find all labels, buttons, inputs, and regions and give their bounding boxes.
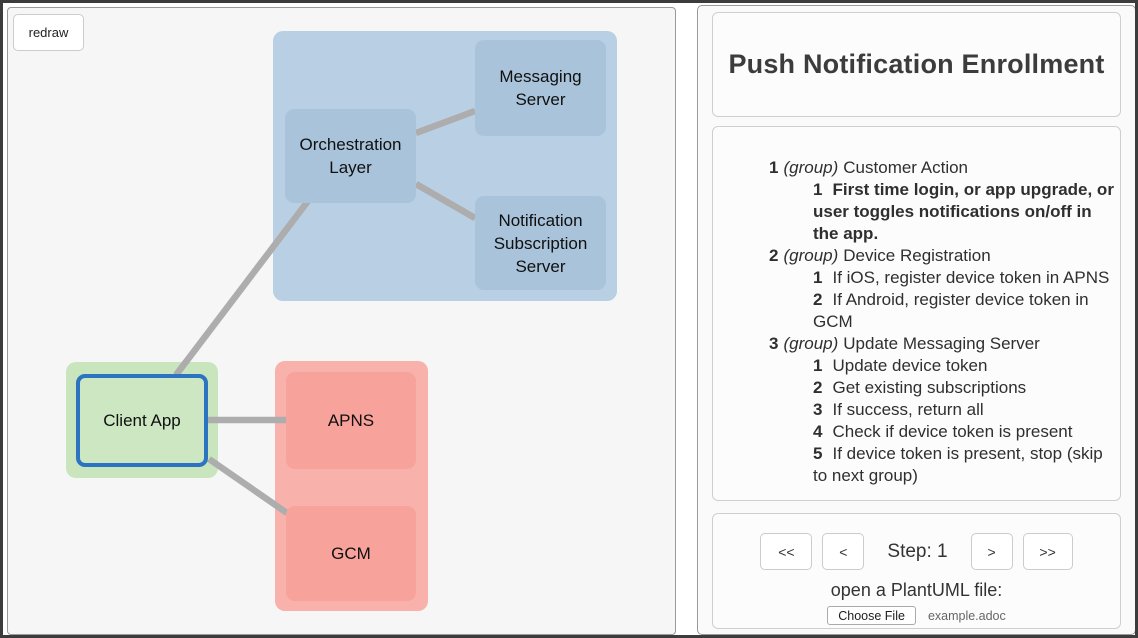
group-tag: (group) bbox=[783, 158, 839, 177]
node-orchestration-layer[interactable]: Orchestration Layer bbox=[285, 109, 416, 203]
step-number: 2 bbox=[813, 378, 823, 397]
group-title: Update Messaging Server bbox=[843, 334, 1040, 353]
group-tag: (group) bbox=[783, 246, 839, 265]
step-number: 5 bbox=[813, 444, 823, 463]
redraw-button[interactable]: redraw bbox=[13, 14, 84, 51]
step-number: 4 bbox=[813, 422, 823, 441]
step-item[interactable]: 1 Update device token bbox=[813, 355, 1116, 377]
step-text: Get existing subscriptions bbox=[832, 378, 1027, 397]
group-device-registration: 2(group)Device Registration bbox=[769, 245, 1116, 267]
step-number: 2 bbox=[813, 290, 823, 309]
step-text: If iOS, register device token in APNS bbox=[832, 268, 1110, 287]
step-text: First time login, or app upgrade, or use… bbox=[813, 180, 1114, 243]
node-messaging-server[interactable]: Messaging Server bbox=[475, 40, 606, 136]
step-indicator: Step: 1 bbox=[887, 540, 948, 562]
choose-file-button[interactable]: Choose File bbox=[827, 606, 916, 625]
next-step-button[interactable]: > bbox=[970, 533, 1013, 570]
sidebar: Push Notification Enrollment 1(group)Cus… bbox=[697, 5, 1135, 635]
controls-card: << < Step: 1 > >> open a PlantUML file: … bbox=[712, 513, 1121, 629]
node-label: Client App bbox=[103, 411, 181, 430]
node-client-app-selected[interactable]: Client App bbox=[76, 374, 208, 467]
node-label: APNS bbox=[327, 411, 375, 430]
group-title: Customer Action bbox=[843, 158, 969, 177]
group-number: 1 bbox=[769, 158, 779, 177]
step-text: Update device token bbox=[832, 356, 988, 375]
page-title: Push Notification Enrollment bbox=[728, 49, 1105, 79]
group-title: Device Registration bbox=[843, 246, 991, 265]
first-step-button[interactable]: << bbox=[760, 533, 813, 570]
file-open-prompt: open a PlantUML file: bbox=[830, 580, 1003, 600]
group-number: 2 bbox=[769, 246, 779, 265]
node-label: Orchestration Layer bbox=[299, 135, 402, 177]
step-number: 3 bbox=[813, 400, 823, 419]
file-input-row: Choose File example.adoc bbox=[827, 606, 1006, 625]
step-navigation: << < Step: 1 > >> bbox=[760, 533, 1073, 570]
step-number: 1 bbox=[813, 356, 823, 375]
step-number: 1 bbox=[813, 268, 823, 287]
group-number: 3 bbox=[769, 334, 779, 353]
group-customer-action: 1(group)Customer Action bbox=[769, 157, 1116, 179]
selected-file-name: example.adoc bbox=[927, 608, 1006, 623]
group-update-messaging-server: 3(group)Update Messaging Server bbox=[769, 333, 1116, 355]
step-item[interactable]: 2 Get existing subscriptions bbox=[813, 377, 1116, 399]
diagram-canvas: redraw Messaging Server Orchestration La… bbox=[7, 7, 676, 635]
node-gcm[interactable]: GCM bbox=[286, 506, 416, 601]
group-tag: (group) bbox=[783, 334, 839, 353]
node-label: Notification Subscription Server bbox=[493, 210, 588, 276]
node-label: GCM bbox=[331, 544, 371, 563]
step-text: If success, return all bbox=[832, 400, 984, 419]
step-number: 1 bbox=[813, 180, 823, 199]
step-text: If Android, register device token in GCM bbox=[813, 290, 1089, 331]
prev-step-button[interactable]: < bbox=[822, 533, 865, 570]
step-text: If device token is present, stop (skip t… bbox=[813, 444, 1103, 485]
node-label: Messaging Server bbox=[499, 67, 582, 109]
node-notification-subscription-server[interactable]: Notification Subscription Server bbox=[475, 196, 606, 290]
step-item[interactable]: 1 If iOS, register device token in APNS bbox=[813, 267, 1116, 289]
node-apns[interactable]: APNS bbox=[286, 372, 416, 469]
last-step-button[interactable]: >> bbox=[1022, 533, 1073, 570]
step-text: Check if device token is present bbox=[832, 422, 1073, 441]
title-card: Push Notification Enrollment bbox=[712, 12, 1121, 117]
step-item[interactable]: 4 Check if device token is present bbox=[813, 421, 1116, 443]
step-item[interactable]: 3 If success, return all bbox=[813, 399, 1116, 421]
